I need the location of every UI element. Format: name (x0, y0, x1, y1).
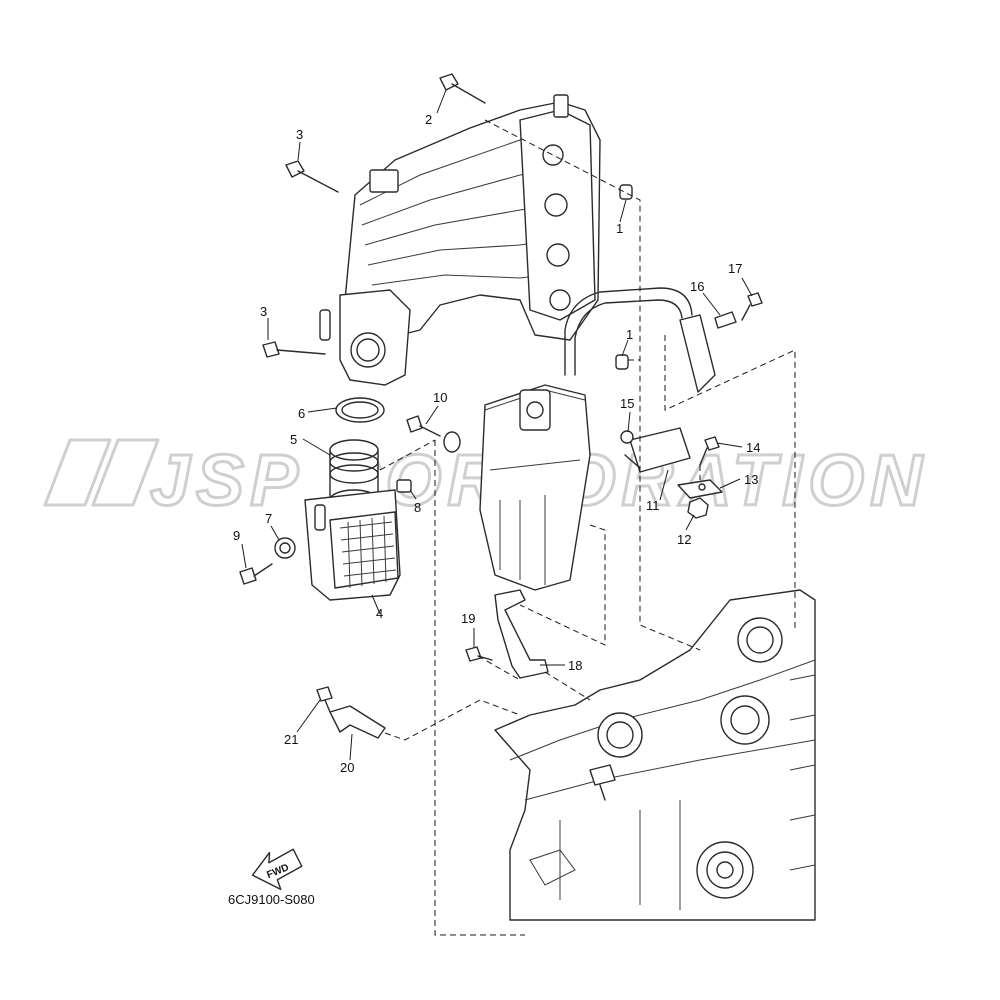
bolt-19 (465, 646, 493, 662)
bolt-10 (406, 415, 461, 453)
callout-3-lower: 3 (260, 304, 267, 319)
callout-7: 7 (265, 511, 272, 526)
callout-12: 12 (677, 532, 691, 547)
callout-18: 18 (568, 658, 582, 673)
nut-12 (687, 497, 709, 519)
callout-13: 13 (744, 472, 758, 487)
bolt-3-upper (285, 160, 339, 193)
bolt-2 (439, 73, 486, 104)
clamp-16 (714, 311, 737, 329)
callouts: 2 1 3 3 1 6 5 7 8 9 4 10 15 14 13 11 12 … (233, 112, 760, 775)
bracket-18 (494, 589, 549, 679)
leader-lines (241, 89, 753, 761)
callout-15: 15 (620, 396, 634, 411)
callout-16: 16 (690, 279, 704, 294)
grommet-7 (274, 537, 296, 559)
callout-14: 14 (746, 440, 760, 455)
callout-8: 8 (414, 500, 421, 515)
callout-4: 4 (376, 606, 383, 621)
assembly-lines (379, 119, 796, 936)
collar-8 (396, 479, 412, 493)
bracket-13 (677, 479, 723, 499)
callout-20: 20 (340, 760, 354, 775)
callout-2: 2 (425, 112, 432, 127)
bracket-20 (329, 705, 386, 739)
dowel-pin-upper (619, 184, 633, 200)
fwd-arrow-icon: FWD (251, 848, 303, 891)
bolt-14 (699, 436, 720, 466)
intake-manifold (344, 94, 601, 341)
sensor-11 (624, 427, 691, 473)
fuel-vapor-separator (479, 287, 716, 591)
dowel-pin-lower (615, 354, 629, 370)
callout-10: 10 (433, 390, 447, 405)
bolt-3-lower (262, 341, 326, 358)
callout-1-lower: 1 (626, 327, 633, 342)
clip-15 (620, 430, 634, 444)
bolt-17 (741, 292, 763, 321)
diagram-code: 6CJ9100-S080 (228, 892, 315, 907)
callout-1-upper: 1 (616, 221, 623, 236)
callout-9: 9 (233, 528, 240, 543)
callout-21: 21 (284, 732, 298, 747)
callout-11: 11 (646, 498, 660, 513)
callout-17: 17 (728, 261, 742, 276)
callout-19: 19 (461, 611, 475, 626)
callout-5: 5 (290, 432, 297, 447)
throttle-body (319, 289, 411, 386)
bolt-21 (316, 686, 333, 713)
bolt-9 (239, 563, 273, 585)
cylinder-block (494, 589, 816, 921)
intake-silencer (304, 489, 401, 601)
callout-6: 6 (298, 406, 305, 421)
callout-3-upper: 3 (296, 127, 303, 142)
